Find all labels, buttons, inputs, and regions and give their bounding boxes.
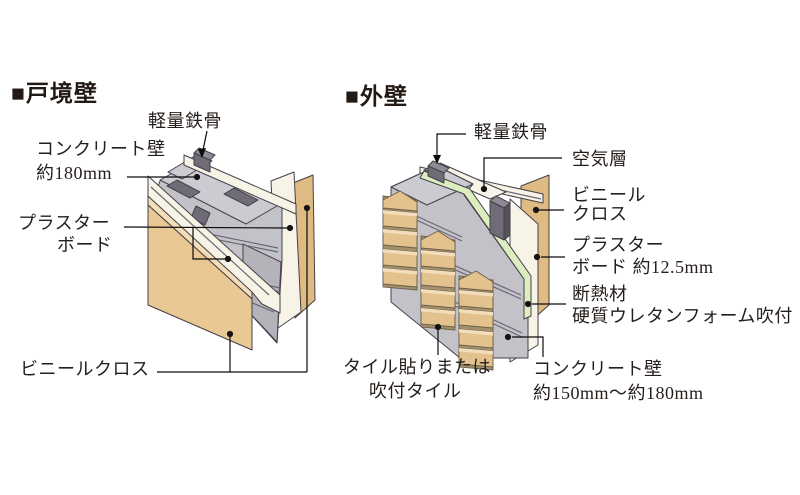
steel-channel-top-icon — [166, 179, 201, 199]
steel-stud-side — [503, 202, 511, 241]
label-line: 約180mm — [36, 163, 113, 183]
tile-bevel — [421, 250, 455, 257]
air-pointer-line — [483, 157, 562, 186]
label-vinyl-cloth-right: ビニール クロス — [572, 186, 646, 224]
plaster-pointer-line — [123, 226, 288, 229]
label-line: プラスター — [18, 213, 111, 233]
tile — [382, 190, 418, 212]
partition-wall-connectors — [123, 130, 311, 373]
tile-bevel — [421, 308, 455, 315]
label-plaster-board-left: プラスター ボード — [18, 212, 113, 256]
board-joint-line — [150, 186, 270, 296]
tile — [458, 270, 494, 292]
vinyl-pointer-dot — [303, 204, 311, 212]
steel-pointer-arrowhead — [433, 155, 441, 164]
concrete-top-face — [390, 165, 474, 206]
label-line: 硬質ウレタンフォーム吹付 — [572, 306, 793, 326]
steel-channel-top-icon — [223, 187, 259, 207]
partition-wall-title: ■戸境壁 — [11, 81, 98, 106]
vinyl-pointer-dot — [226, 330, 234, 338]
steel-stud — [489, 200, 505, 241]
concrete-pointer-dot — [193, 173, 201, 181]
label-insulation: 断熱材 硬質ウレタンフォーム吹付 — [572, 283, 793, 327]
label-light-steel-right: 軽量鉄骨 — [474, 122, 548, 142]
exterior-wall-title: ■外壁 — [345, 84, 408, 109]
tile-bevel — [421, 289, 455, 296]
steel-pointer-line — [202, 130, 208, 151]
label-concrete-right: コンクリート壁 約150mm〜約180mm — [533, 357, 704, 405]
plaster-pointer-dot — [533, 253, 541, 261]
concrete-pointer-line — [512, 336, 544, 357]
label-line: 吹付タイル — [369, 381, 462, 401]
air-pointer-dot — [480, 185, 488, 193]
label-line: ビニール — [572, 185, 646, 205]
tile-facade — [382, 190, 494, 371]
tile-bevel — [383, 249, 417, 256]
label-tile: タイル貼りまたは 吹付タイル — [343, 355, 491, 403]
label-line: クロス — [572, 204, 628, 224]
tile-bevel — [383, 268, 417, 275]
steel-pointer-line — [436, 133, 466, 157]
label-line: 断熱材 — [572, 284, 628, 304]
concrete-pointer-dot — [504, 333, 512, 341]
tile-bevel — [421, 269, 455, 276]
top-runner-board — [183, 154, 297, 215]
label-line: コンクリート壁 — [36, 139, 166, 159]
light-steel-stud — [427, 165, 445, 184]
tile-pointer-dot — [434, 323, 442, 331]
label-line: ボード — [57, 235, 113, 255]
light-steel-stud — [193, 152, 211, 173]
tile-bevel — [459, 329, 493, 336]
tile-bevel — [383, 210, 417, 217]
label-line: 約150mm〜約180mm — [533, 383, 704, 403]
plaster-pointer-branch — [192, 227, 225, 260]
tile — [420, 230, 456, 252]
label-air-layer: 空気層 — [572, 149, 628, 169]
label-concrete-left: コンクリート壁 約180mm — [36, 137, 166, 185]
label-line: タイル貼りまたは — [343, 357, 491, 377]
label-line: プラスター — [572, 235, 665, 255]
tile-bevel — [459, 290, 493, 297]
plaster-pointer-dot — [224, 255, 232, 263]
vinyl-cloth-front-panel — [147, 204, 253, 351]
steel-pointer-arrowhead — [198, 148, 206, 158]
label-light-steel-left: 軽量鉄骨 — [148, 111, 222, 131]
insulation-pointer-dot — [524, 300, 532, 308]
exterior-wall-drawing — [382, 160, 550, 371]
label-line: コンクリート壁 — [533, 359, 663, 379]
partition-wall-drawing — [147, 147, 316, 351]
tile-bevel — [383, 229, 417, 236]
label-plaster-board-right: プラスター ボード 約12.5mm — [572, 234, 714, 278]
vinyl-pointer-dot — [532, 206, 540, 214]
plaster-pointer-dot — [286, 224, 294, 232]
label-line: ボード 約12.5mm — [572, 257, 714, 277]
tile-bevel — [459, 309, 493, 316]
label-vinyl-cloth-left: ビニールクロス — [20, 359, 150, 379]
tile-bevel — [459, 348, 493, 355]
exterior-wall-connectors — [433, 133, 566, 357]
